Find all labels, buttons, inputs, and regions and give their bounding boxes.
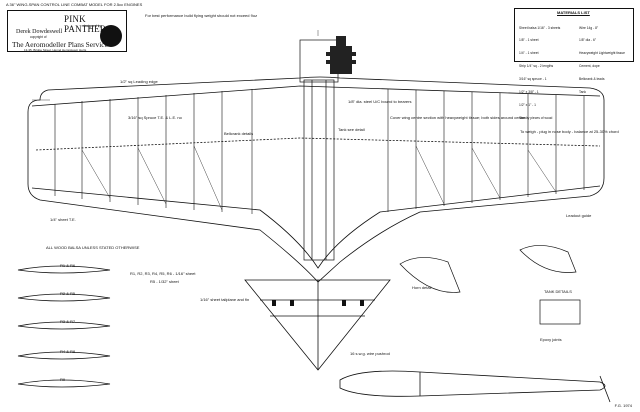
header-note: A 36" WING-SPAN CONTROL LINE COMBAT MODE… bbox=[6, 2, 143, 7]
label-ribs-r1: R1 & R6 bbox=[60, 263, 76, 268]
note-pushrod: 16 s.w.g. wire pushrod bbox=[350, 351, 390, 356]
material-item: Strip 1/4" sq - 2 lengths bbox=[519, 64, 554, 69]
label-ribs-r4: R4 & R8 bbox=[60, 349, 76, 354]
rib-templates bbox=[17, 265, 111, 388]
note-sheet: R5 - 1/32" sheet bbox=[150, 279, 179, 284]
material-item: Cement, dope bbox=[579, 64, 600, 69]
fuselage-body bbox=[303, 79, 335, 261]
label-ribs-r2: R2 & R5 bbox=[60, 291, 76, 296]
publisher-name: The Aeromodeller Plans Service bbox=[12, 40, 108, 49]
trailing-edge bbox=[31, 185, 601, 269]
note-rib: R1, R2, R3, R4, R5, R6 - 1/16" sheet bbox=[130, 271, 196, 276]
material-item: 3/16" sq spruce - 1 bbox=[519, 77, 547, 82]
material-item: Sundry pieces of wood bbox=[519, 115, 553, 120]
label-ribs-r3: R3 & R7 bbox=[60, 319, 76, 324]
material-item: Sheet balsa 1/16" - 3 sheets bbox=[519, 25, 561, 30]
note-tank-details: TANK DETAILS bbox=[544, 289, 572, 294]
tailplane bbox=[244, 279, 391, 371]
note-bellcrank: Bellcrank details bbox=[224, 131, 254, 136]
material-item: 1/2" x 3/8" - 1 bbox=[519, 90, 539, 95]
copyright-label: copyright of bbox=[30, 35, 47, 39]
materials-list: MATERIALS LIST Sheet balsa 1/16" - 3 she… bbox=[514, 8, 634, 120]
material-item: Heavyweight Lightweight tissue bbox=[579, 51, 625, 56]
note-leading-edge: 1/2" sq Leading edge bbox=[120, 79, 158, 84]
engine-icon bbox=[326, 36, 356, 74]
publisher-address: 13-35, Bridge Street, Hemel Hempstead, H… bbox=[24, 48, 87, 52]
side-view bbox=[339, 370, 611, 403]
note-tank: Tank see detail bbox=[338, 127, 365, 132]
material-item: 1/2" x 1" - 1 bbox=[519, 102, 537, 107]
material-item: 1/8" - 1 sheet bbox=[519, 38, 539, 43]
ribs bbox=[54, 89, 585, 214]
materials-heading: MATERIALS LIST bbox=[557, 10, 590, 15]
material-item: Bellcrank & leads bbox=[579, 77, 605, 82]
tank-outline bbox=[539, 299, 581, 325]
note-construction: For best performance build flying weight… bbox=[145, 13, 258, 18]
label-ribs-r5: R9 bbox=[60, 377, 66, 382]
material-item: 1/8" dia - 6" bbox=[579, 38, 597, 43]
material-item: Wire 14g - 8" bbox=[579, 25, 599, 30]
note-tailplane: 1/16" sheet tailplane and fin bbox=[200, 297, 250, 302]
designed-by-label: designed by bbox=[83, 24, 102, 28]
note-uc: 1/8" dia. steel U/C bound to bearers bbox=[348, 99, 412, 104]
note-tail-sheet: 1/4" sheet T.E. bbox=[50, 217, 76, 222]
note-centre: Cover wing centre section with heavyweig… bbox=[390, 115, 526, 120]
note-spar: 3/16" sq Spruce T.E. & L.E. no bbox=[128, 115, 182, 120]
materials-left: Sheet balsa 1/16" - 3 sheets 1/8" - 1 sh… bbox=[519, 17, 560, 129]
materials-right: Wire 14g - 8" 1/8" dia - 6" Heavyweight … bbox=[579, 17, 625, 103]
note-leadout: Leadout guide bbox=[566, 213, 592, 218]
note-balsa: ALL WOOD BALSA UNLESS STATED OTHERWISE bbox=[46, 245, 140, 250]
material-item: Tank bbox=[579, 90, 586, 95]
wing-outline bbox=[27, 76, 605, 283]
material-item: 1/4" - 1 sheet bbox=[519, 51, 539, 56]
note-balance: To weigh - plug in nose body - balance a… bbox=[520, 129, 619, 134]
leading-edge bbox=[31, 85, 601, 107]
spar bbox=[35, 137, 601, 151]
plan-title: PINK PANTHER bbox=[64, 14, 107, 34]
plan-reference: F.G. 1974 bbox=[614, 403, 632, 409]
note-epoxy: Epoxy joints bbox=[540, 337, 562, 342]
note-horn: Horn detail bbox=[412, 285, 432, 290]
title-block: PINK PANTHER designed by Derek Dowdeswel… bbox=[7, 10, 127, 52]
designer-name: Derek Dowdeswell bbox=[16, 29, 63, 35]
logo-seal bbox=[100, 25, 122, 47]
